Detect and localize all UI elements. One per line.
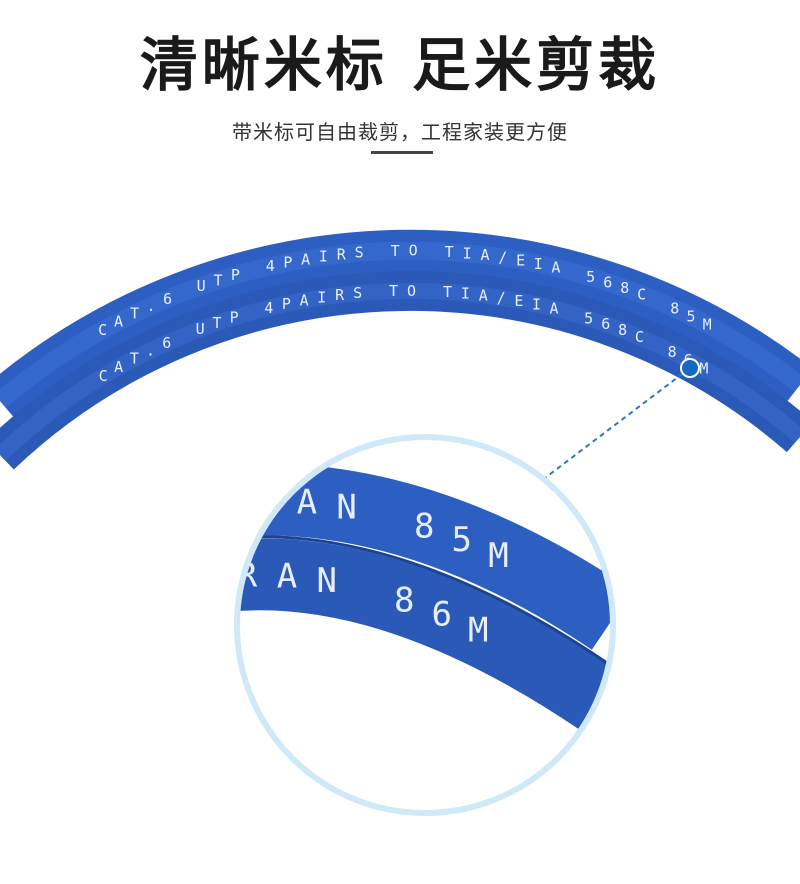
print-char: I [319, 248, 328, 266]
print-char: M [703, 316, 712, 334]
print-char: U [196, 320, 205, 338]
print-char [247, 303, 256, 321]
print-char [179, 327, 188, 345]
print-char: T [389, 282, 398, 300]
print-char: C [637, 286, 646, 304]
print-char: 8 [670, 300, 679, 318]
print-char: P [283, 254, 292, 272]
print-char: M [699, 360, 708, 378]
print-char: / [498, 249, 507, 267]
print-char: T [130, 350, 139, 368]
print-char: A [549, 300, 558, 318]
print-char: E [516, 251, 525, 269]
print-char [569, 263, 578, 281]
print-char: P [282, 295, 291, 313]
print-char: A [277, 556, 297, 596]
print-char: O [409, 242, 418, 260]
print-char: T [445, 243, 454, 261]
print-char [373, 243, 382, 261]
print-char: I [534, 255, 543, 273]
print-char: A [300, 291, 309, 309]
print-char: 8 [620, 279, 629, 297]
print-char: . [146, 297, 155, 315]
print-char: . [146, 341, 155, 359]
callout-dot [680, 358, 700, 378]
print-char: C [98, 321, 107, 339]
print-char: T [443, 283, 452, 301]
print-char: I [463, 244, 472, 262]
print-char: T [214, 271, 223, 289]
print-char: T [130, 305, 139, 323]
print-char: 6 [162, 334, 171, 352]
print-char: M [468, 611, 488, 651]
print-char: A [479, 287, 488, 305]
print-char: 8 [618, 321, 627, 339]
print-char [567, 304, 576, 322]
print-char: 5 [586, 268, 595, 286]
print-char [425, 282, 434, 300]
print-char [248, 261, 257, 279]
print-char: A [297, 482, 317, 522]
print-char: O [407, 282, 416, 300]
print-char: A [301, 250, 310, 268]
print-char: I [317, 289, 326, 307]
print-char: U [197, 277, 206, 295]
print-char: C [99, 367, 108, 385]
print-char: 6 [601, 315, 610, 333]
print-char: C [635, 328, 644, 346]
print-char [356, 569, 376, 609]
print-char: 8 [394, 581, 414, 621]
print-char: E [514, 292, 523, 310]
zoom-lens-ring [234, 434, 616, 816]
print-char [654, 292, 663, 310]
print-char [180, 283, 189, 301]
print-char: A [114, 358, 123, 376]
print-char: 8 [414, 507, 434, 547]
print-char [651, 335, 660, 353]
print-char: I [532, 296, 541, 314]
print-char: R [337, 245, 347, 263]
print-char: A [480, 246, 489, 264]
print-char: I [461, 285, 470, 303]
print-char: 6 [431, 594, 451, 634]
print-char [427, 242, 436, 260]
print-char: M [488, 536, 508, 576]
print-char: A [551, 259, 560, 277]
print-char: 6 [603, 273, 612, 291]
print-char: T [391, 242, 400, 260]
subheadline: 带米标可自由裁剪，工程家装更方便 [232, 120, 568, 144]
print-char: P [230, 308, 239, 326]
print-char: S [353, 284, 362, 302]
print-char [371, 283, 380, 301]
print-char: A [114, 313, 123, 331]
print-char: N [316, 561, 336, 601]
print-char [375, 496, 395, 536]
headline: 清晰米标 足米剪裁 [139, 31, 661, 99]
print-char: 4 [266, 257, 275, 275]
print-char: / [497, 289, 506, 307]
divider [371, 151, 433, 154]
callout-line [544, 367, 691, 479]
cable-arc [0, 229, 800, 470]
print-char: T [212, 314, 221, 332]
print-char: 5 [452, 520, 472, 560]
print-char: 6 [163, 290, 172, 308]
print-char: P [231, 266, 240, 284]
print-char: 8 [668, 343, 677, 361]
print-char: S [355, 244, 364, 262]
print-char: 4 [264, 299, 273, 317]
print-char: 5 [584, 309, 593, 327]
print-char: 5 [686, 307, 695, 325]
print-char: R [335, 286, 345, 304]
print-char: N [336, 487, 356, 527]
